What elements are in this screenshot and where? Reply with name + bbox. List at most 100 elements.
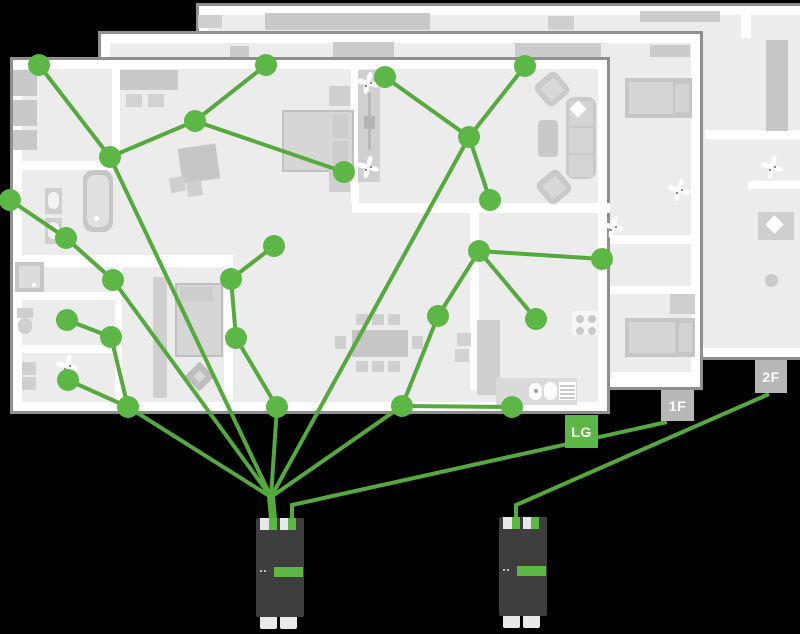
furniture [412, 336, 423, 349]
furniture [650, 45, 690, 57]
ceiling-fan-icon [760, 155, 784, 179]
network-node [501, 396, 523, 418]
ceiling-fan-icon [667, 178, 691, 202]
furniture [32, 283, 36, 287]
network-edge [401, 404, 513, 409]
wall-segment [352, 203, 610, 213]
bus-ray [269, 136, 471, 498]
furniture [126, 94, 142, 107]
network-edge [400, 315, 440, 407]
network-node [427, 305, 449, 327]
furniture [576, 327, 584, 335]
network-node [374, 66, 396, 88]
furniture [22, 377, 36, 390]
network-node [56, 309, 78, 331]
device2-to-2f-badge [514, 392, 770, 520]
device-top-connector [260, 518, 269, 530]
furniture [230, 46, 249, 57]
furniture [457, 333, 471, 346]
network-node [255, 54, 277, 76]
furniture [569, 155, 593, 177]
furniture [629, 82, 673, 114]
network-node [99, 146, 121, 168]
wall-segment [20, 255, 233, 267]
network-edge [8, 198, 68, 240]
network-edge [467, 64, 527, 139]
device-indicator-dot [260, 570, 262, 572]
wall-segment [20, 161, 115, 170]
network-node [184, 110, 206, 132]
furniture [198, 15, 222, 28]
device-bottom-connector [503, 616, 520, 628]
furniture [534, 389, 538, 393]
network-node [220, 268, 242, 290]
network-node [591, 248, 613, 270]
network-node [514, 55, 536, 77]
furniture [148, 94, 164, 107]
furniture [576, 315, 584, 323]
furniture [766, 40, 788, 131]
furniture [675, 84, 689, 112]
bus-feed-stub [267, 496, 277, 520]
furniture [560, 385, 575, 387]
furniture [153, 277, 167, 398]
bus-ray [126, 405, 273, 499]
furniture [629, 322, 675, 353]
furniture [588, 315, 596, 323]
device-indicator-dot [503, 569, 505, 571]
furniture [560, 389, 575, 391]
furniture [17, 308, 33, 318]
ceiling-fan-icon [601, 215, 625, 239]
network-node [479, 189, 501, 211]
device-top-connector [512, 517, 520, 529]
furniture [372, 314, 384, 325]
wall-segment [351, 67, 359, 203]
wall-segment [20, 292, 115, 300]
network-node [102, 269, 124, 291]
furniture [560, 397, 575, 399]
furniture [19, 266, 40, 288]
furniture [18, 318, 32, 334]
network-node [225, 327, 247, 349]
ceiling-fan-icon [356, 71, 380, 95]
furniture [356, 361, 368, 372]
furniture [372, 361, 384, 372]
device-top-connector [280, 518, 288, 530]
furniture [333, 42, 394, 57]
furniture [538, 120, 558, 157]
network-node [266, 396, 288, 418]
furniture [544, 382, 557, 400]
furniture [364, 116, 375, 129]
network-node [458, 126, 480, 148]
bus-ray [111, 278, 273, 499]
furniture [94, 216, 99, 221]
furniture [13, 100, 37, 126]
wall-segment [705, 130, 800, 139]
wall-segment [470, 213, 479, 390]
floor-badge-1f: 1F [661, 390, 694, 421]
network-node [57, 369, 79, 391]
device-indicator-dot [507, 569, 509, 571]
network-edge [193, 63, 268, 123]
furniture [22, 362, 36, 375]
network-edge [109, 119, 196, 159]
device-top-connector [269, 518, 277, 530]
furniture [515, 43, 601, 57]
furniture [329, 86, 350, 106]
bus-ray [108, 156, 273, 498]
device-top-connector [523, 517, 531, 529]
device-top-connector [531, 517, 539, 529]
furniture [333, 141, 348, 165]
wall-segment [612, 372, 694, 380]
device-top-connector [288, 518, 296, 530]
furniture [13, 130, 37, 150]
floor-badge-2f: 2F [755, 360, 787, 393]
network-node [55, 227, 77, 249]
furniture [333, 114, 348, 138]
network-node [117, 396, 139, 418]
furniture [560, 393, 575, 395]
network-edge [194, 119, 345, 174]
furniture [455, 349, 469, 362]
